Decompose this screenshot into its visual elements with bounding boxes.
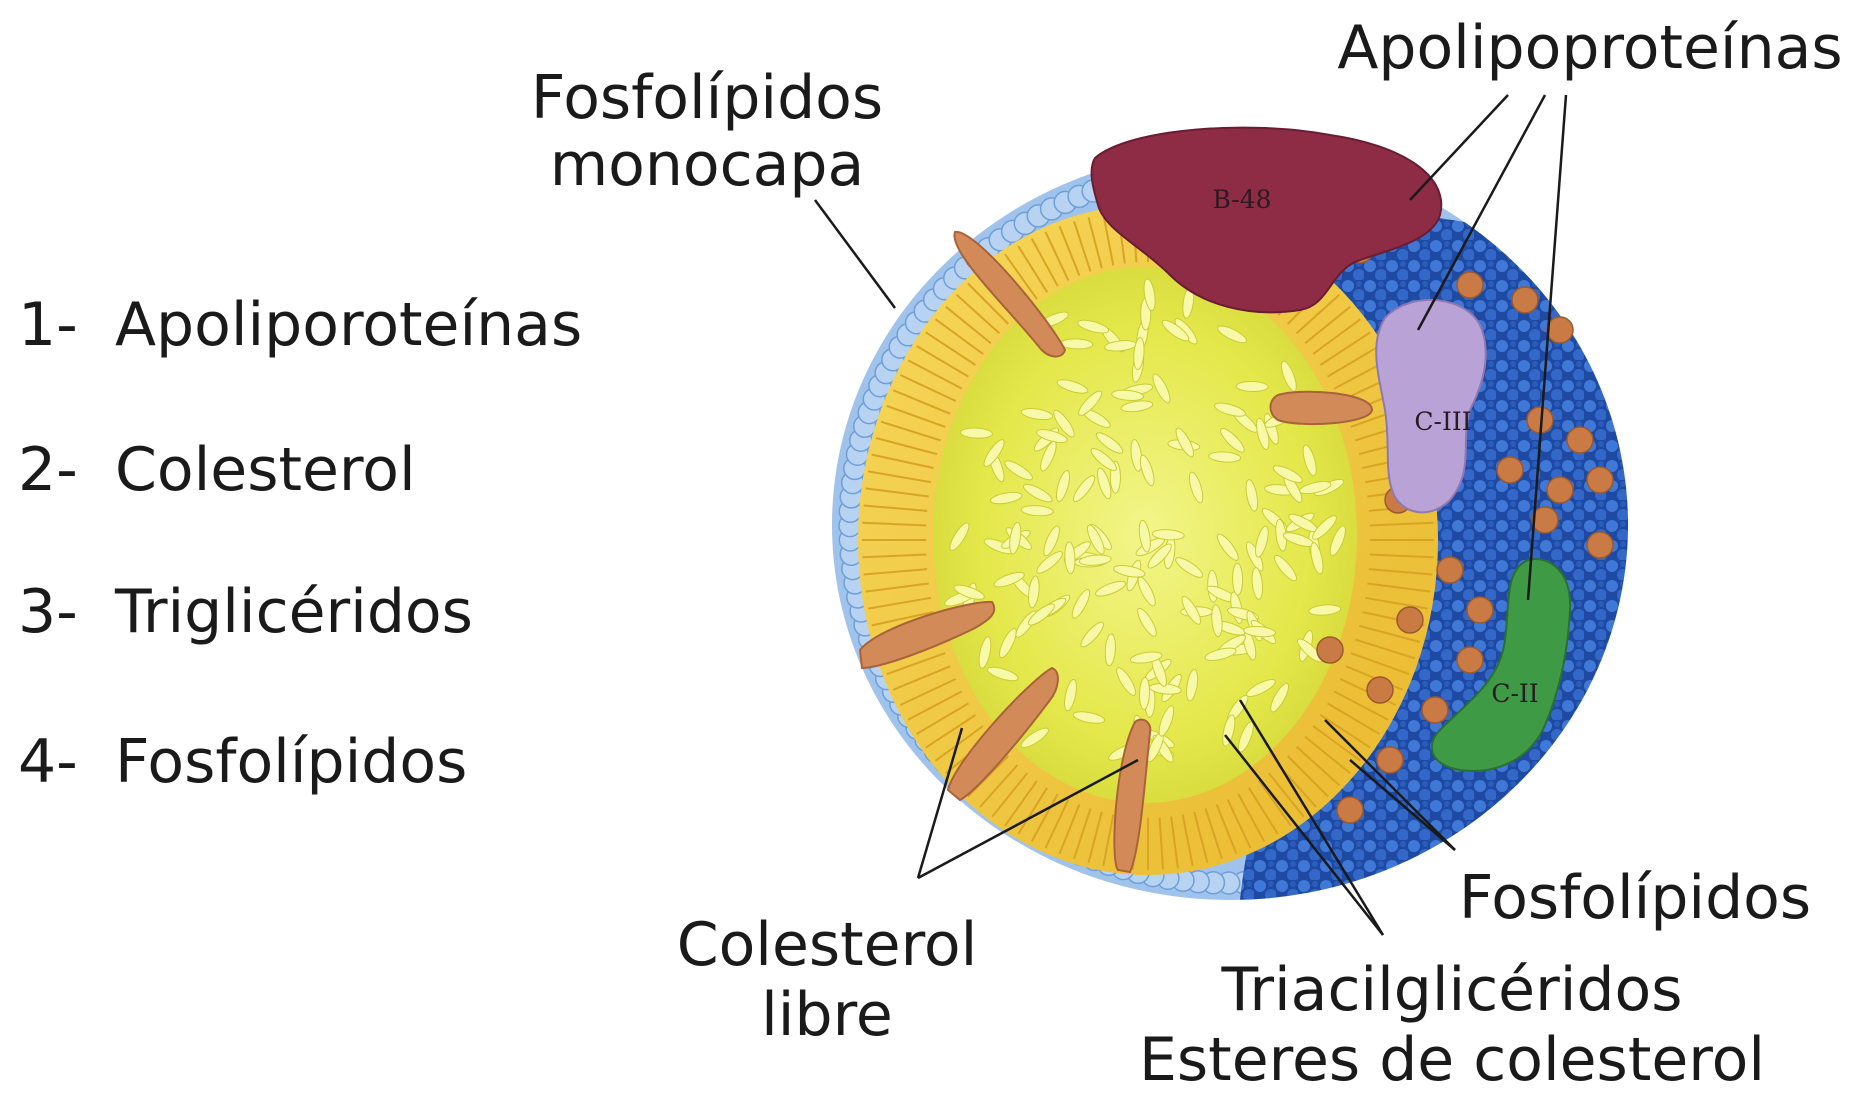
legend-item: Colesterol — [115, 435, 416, 505]
cholesterol-ester — [1587, 467, 1613, 493]
legend: 1- Apoliporoteínas 2- Colesterol 3- Trig… — [18, 290, 582, 797]
legend-number: 4- — [18, 727, 78, 797]
cholesterol-ester — [1512, 287, 1538, 313]
c3-label: C-III — [1414, 407, 1471, 436]
cholesterol-ester — [1337, 797, 1363, 823]
cholesterol-ester — [1377, 747, 1403, 773]
label-triacilgliceridos: Triacilglicéridos — [1221, 955, 1683, 1025]
core-lipid — [1236, 381, 1268, 392]
label-fosfolipidos: Fosfolípidos — [1459, 863, 1811, 933]
legend-number: 3- — [18, 577, 78, 647]
legend-item: Triglicéridos — [114, 577, 473, 647]
leader-monocapa — [815, 200, 895, 308]
label-colesterol-libre-line2: libre — [761, 980, 893, 1050]
cholesterol-ester — [1457, 272, 1483, 298]
cholesterol-ester — [1547, 317, 1573, 343]
cholesterol-ester — [1547, 477, 1573, 503]
b48-label: B-48 — [1212, 185, 1271, 214]
cholesterol-ester — [1587, 532, 1613, 558]
legend-number: 2- — [18, 435, 78, 505]
legend-item: Apoliporoteínas — [115, 290, 582, 360]
cholesterol-ester — [1467, 597, 1493, 623]
cholesterol-ester — [1367, 677, 1393, 703]
cholesterol-ester — [1497, 457, 1523, 483]
c2-label: C-II — [1491, 679, 1538, 708]
leader-apo-b48 — [1410, 95, 1508, 200]
label-fosfolipidos-monocapa-line1: Fosfolípidos — [531, 63, 883, 133]
cholesterol-ester — [1567, 427, 1593, 453]
cholesterol-ester — [1397, 607, 1423, 633]
cholesterol-ester — [1317, 637, 1343, 663]
cholesterol-ester — [1457, 647, 1483, 673]
cholesterol-ester — [1437, 557, 1463, 583]
legend-item: Fosfolípidos — [115, 727, 467, 797]
core-lipid — [1232, 563, 1243, 595]
label-apolipoproteinas: Apolipoproteínas — [1337, 13, 1842, 83]
cholesterol-ester — [1422, 697, 1448, 723]
label-fosfolipidos-monocapa-line2: monocapa — [550, 130, 865, 200]
legend-number: 1- — [18, 290, 78, 360]
chylomicron-particle: B-48 C-III C-II — [832, 128, 1660, 900]
label-colesterol-libre-line1: Colesterol — [677, 910, 978, 980]
label-esteres-colesterol: Esteres de colesterol — [1139, 1025, 1765, 1095]
